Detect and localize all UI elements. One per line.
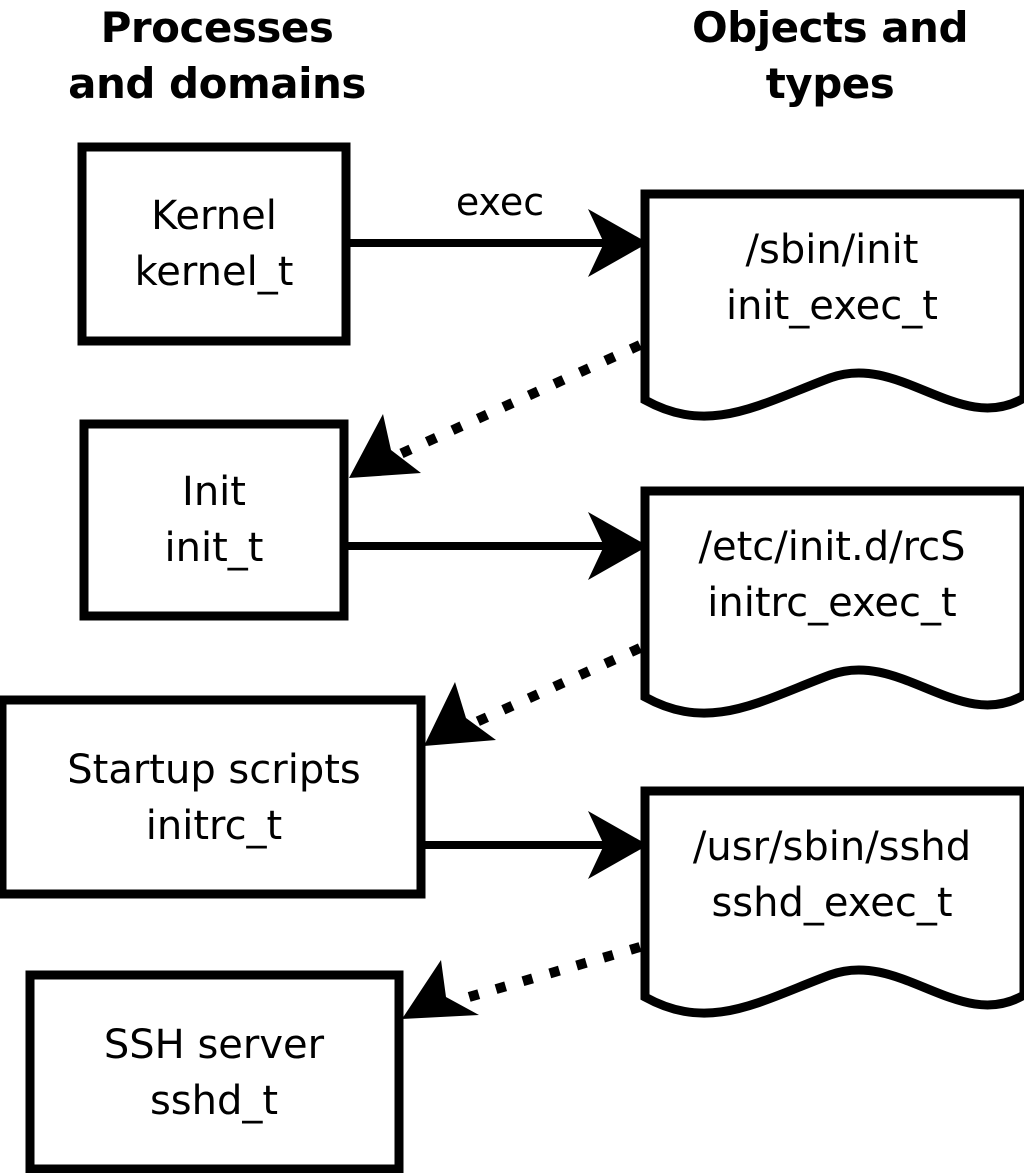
node-sshd-exec-type: sshd_exec_t <box>711 880 952 926</box>
node-sshd[interactable]: SSH server sshd_t <box>25 970 404 1173</box>
column-header-processes: Processes and domains <box>68 3 366 108</box>
node-init-exec-type: init_exec_t <box>726 283 938 329</box>
node-initrc-exec-type: initrc_exec_t <box>707 580 956 626</box>
edge-initrc-exec-transition-initrc <box>424 643 643 746</box>
arrowhead-dotted <box>424 682 496 746</box>
column-header-objects-line2: types <box>766 59 895 108</box>
node-init-exec[interactable]: /sbin/init init_exec_t <box>640 189 1024 421</box>
node-sshd-exec-document[interactable] <box>640 786 1024 1018</box>
edge-kernel-exec-init-exec: exec <box>350 180 648 277</box>
node-init-exec-path: /sbin/init <box>746 227 919 273</box>
column-header-processes-line1: Processes <box>101 3 334 52</box>
column-header-objects: Objects and types <box>692 3 969 108</box>
node-sshd-type: sshd_t <box>150 1078 278 1124</box>
edge-label-exec: exec <box>456 180 544 224</box>
edge-init-exec-initrc-exec <box>348 512 648 580</box>
node-initrc[interactable]: Startup scripts initrc_t <box>0 695 426 899</box>
edge-init-exec-transition-init <box>349 340 643 478</box>
node-sshd-exec-path: /usr/sbin/sshd <box>693 824 971 870</box>
node-sshd-box[interactable] <box>25 970 404 1173</box>
column-header-processes-line2: and domains <box>68 59 366 108</box>
node-init[interactable]: Init init_t <box>79 419 349 621</box>
node-initrc-type: initrc_t <box>146 803 283 849</box>
arrowhead-solid <box>588 209 648 277</box>
node-init-name: Init <box>182 469 246 515</box>
edge-line <box>469 643 643 729</box>
node-kernel-name: Kernel <box>151 193 277 239</box>
edge-sshd-exec-transition-sshd <box>402 942 642 1019</box>
node-initrc-box[interactable] <box>0 695 426 899</box>
node-initrc-exec[interactable]: /etc/init.d/rcS initrc_exec_t <box>640 486 1024 718</box>
node-sshd-exec[interactable]: /usr/sbin/sshd sshd_exec_t <box>640 786 1024 1018</box>
node-initrc-exec-path: /etc/init.d/rcS <box>698 524 965 570</box>
arrowhead-solid <box>588 811 648 879</box>
node-kernel-box[interactable] <box>77 142 351 346</box>
edge-initrc-exec-sshd-exec <box>425 811 648 879</box>
node-kernel[interactable]: Kernel kernel_t <box>77 142 351 346</box>
edge-line <box>450 942 642 1007</box>
arrowhead-dotted <box>349 414 421 478</box>
node-kernel-type: kernel_t <box>135 249 294 295</box>
arrowhead-dotted <box>402 960 479 1019</box>
node-init-type: init_t <box>165 525 264 571</box>
arrowhead-solid <box>588 512 648 580</box>
node-initrc-name: Startup scripts <box>67 747 360 793</box>
node-initrc-exec-document[interactable] <box>640 486 1024 718</box>
node-init-exec-document[interactable] <box>640 189 1024 421</box>
edge-line <box>395 340 643 460</box>
node-sshd-name: SSH server <box>104 1022 325 1068</box>
node-init-box[interactable] <box>79 419 349 621</box>
column-header-objects-line1: Objects and <box>692 3 968 52</box>
